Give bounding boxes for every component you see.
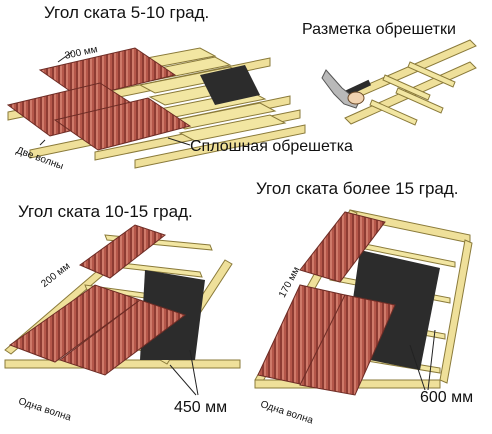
panel3-roof (4, 224, 241, 396)
panel2-marking (321, 39, 477, 126)
panel4-title: Угол ската более 15 град. (256, 179, 459, 198)
hand-icon (321, 69, 365, 109)
panel4-sheets (257, 211, 396, 396)
panel1-roof (6, 47, 306, 169)
panel3-spacing-dimension: 450 мм (174, 399, 228, 416)
panel2-title: Разметка обрешетки (302, 21, 456, 38)
panel3-sheets (8, 224, 187, 376)
panel1-membrane (200, 65, 260, 105)
panel1-callout: Сплошная обрешетка (190, 138, 353, 155)
panel3-title: Угол ската 10-15 град. (18, 202, 193, 221)
panel4-roof (254, 209, 473, 396)
panel1-sheets (6, 47, 192, 151)
panel4-spacing-dimension: 600 мм (420, 389, 474, 406)
panel1-title: Угол ската 5-10 град. (44, 3, 210, 22)
